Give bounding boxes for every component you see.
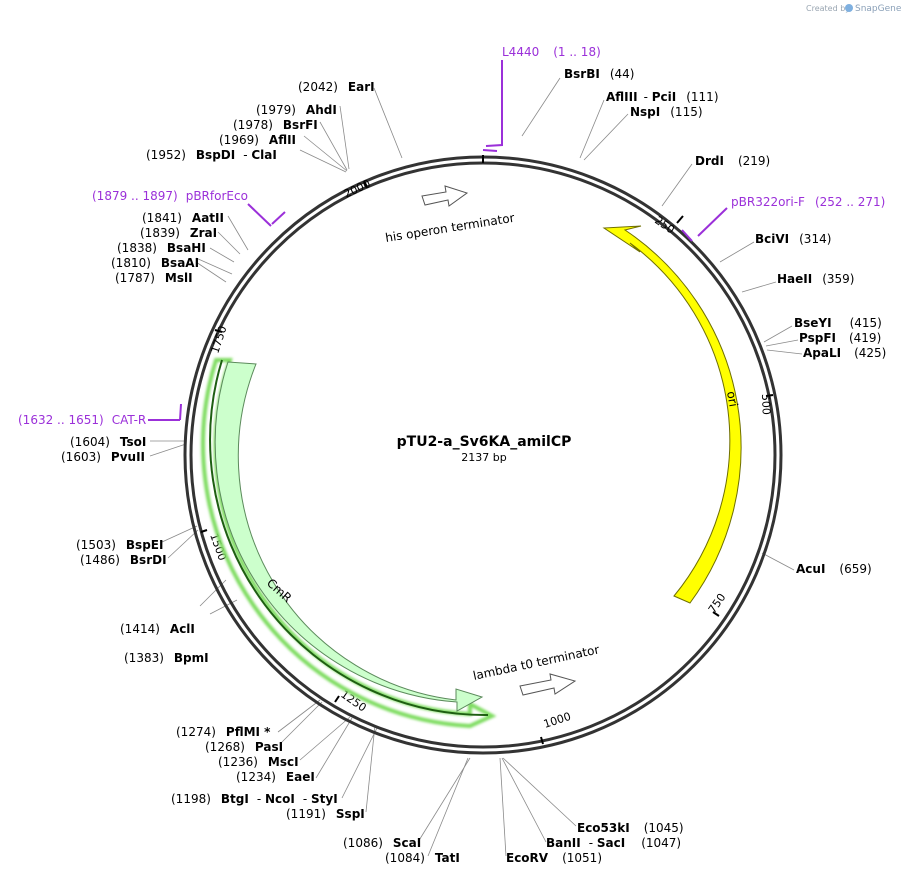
enzyme-tati[interactable]: (1084)TatI: [385, 851, 460, 865]
enzyme-apali[interactable]: ApaLI(425): [803, 346, 886, 360]
lambda-terminator-arrow: [519, 673, 577, 696]
enzyme-eari[interactable]: (2042)EarI: [298, 80, 375, 94]
enzyme-eco53ki[interactable]: Eco53kI(1045): [577, 821, 684, 835]
credit-prefix: Created by: [806, 4, 850, 13]
primer-label-l4440: L4440(1 .. 18): [502, 45, 601, 59]
cmr-strand-line: [209, 359, 489, 717]
lambda-terminator-feature: lambda t0 terminator: [472, 642, 601, 696]
enzyme-scai[interactable]: (1086)ScaI: [343, 836, 421, 850]
enzyme-bsahi[interactable]: (1838)BsaHI: [117, 241, 206, 255]
primer-l4440-site: [482, 149, 498, 152]
enzyme-haeii[interactable]: HaeII(359): [777, 272, 855, 286]
enzyme-ahdi[interactable]: (1979)AhdI: [256, 103, 337, 117]
cmr-highlight: [201, 358, 497, 729]
enzyme-bsrfi[interactable]: (1978)BsrFI: [233, 118, 318, 132]
enzyme-tsoi[interactable]: (1604)TsoI: [70, 435, 146, 449]
primer-label-catr: (1632 .. 1651)CAT-R: [18, 413, 146, 427]
tick-label-2000: 2000: [342, 177, 373, 201]
cmr-arrow: [214, 361, 484, 712]
tick-label-1000: 1000: [542, 710, 573, 731]
enzyme-afliii-pcii[interactable]: AflIII- PciI(111): [606, 90, 719, 104]
plasmid-length: 2137 bp: [461, 451, 506, 464]
primer-marks: [148, 60, 728, 421]
cmr-feature: CmR: [201, 358, 497, 729]
plasmid-title: pTU2-a_Sv6KA_amilCP 2137 bp: [397, 434, 572, 464]
enzyme-bspei[interactable]: (1503)BspEI: [76, 538, 163, 552]
tick-label-500: 500: [759, 394, 773, 415]
plasmid-name: pTU2-a_Sv6KA_amilCP: [397, 434, 572, 450]
enzyme-acui[interactable]: AcuI(659): [796, 562, 872, 576]
enzyme-zrai[interactable]: (1839)ZraI: [140, 226, 217, 240]
ori-label: ori: [724, 390, 740, 408]
credit-brand: SnapGene: [855, 4, 902, 14]
tick-label-750: 750: [706, 591, 729, 616]
enzyme-labels-left: (1086)ScaI (1084)TatI (1198)BtgI- NcoI- …: [61, 80, 460, 865]
enzyme-aatii[interactable]: (1841)AatII: [142, 211, 224, 225]
primer-pbrforeco-pointer: [247, 203, 272, 227]
lambda-terminator-label: lambda t0 terminator: [472, 642, 601, 682]
enzyme-aflii[interactable]: (1969)AflII: [219, 133, 296, 147]
enzyme-eaei[interactable]: (1234)EaeI: [236, 770, 315, 784]
primer-label-pbrforeco: (1879 .. 1897)pBRforEco: [92, 189, 248, 203]
enzyme-bsaai[interactable]: (1810)BsaAI: [111, 256, 199, 270]
enzyme-nspi[interactable]: NspI(115): [630, 105, 703, 119]
enzyme-sspi[interactable]: (1191)SspI: [286, 807, 365, 821]
primer-pbr322orif-site: [681, 229, 693, 242]
primer-labels: L4440(1 .. 18) pBR322ori-F(252 .. 271) (…: [18, 45, 885, 427]
enzyme-btgi-ncoi-styi[interactable]: (1198)BtgI- NcoI- StyI: [171, 792, 338, 806]
his-terminator-arrow: [421, 185, 469, 207]
enzyme-bpmi[interactable]: (1383)BpmI: [124, 651, 209, 665]
enzyme-bcivi[interactable]: BciVI(314): [755, 232, 831, 246]
credit-watermark: Created by SnapGene: [806, 4, 902, 14]
ori-feature: ori: [602, 225, 742, 604]
primer-pbrforeco-site: [271, 211, 286, 225]
his-terminator-feature: his operon terminator: [384, 185, 515, 245]
primer-catr-site: [179, 403, 182, 421]
enzyme-msci[interactable]: (1236)MscI: [218, 755, 299, 769]
leader-lines: [149, 77, 803, 857]
enzyme-acli[interactable]: (1414)AclI: [120, 622, 195, 636]
enzyme-pasi[interactable]: (1268)PasI: [205, 740, 283, 754]
enzyme-labels-right: BsrBI(44) AflIII- PciI(111) NspI(115) Dr…: [506, 67, 886, 865]
enzyme-msli[interactable]: (1787)MslI: [115, 271, 193, 285]
enzyme-banii-saci[interactable]: BanII- SacI(1047): [546, 836, 681, 850]
enzyme-bspdi-clai[interactable]: (1952)BspDI- ClaI: [146, 148, 277, 162]
enzyme-ecorv[interactable]: EcoRV(1051): [506, 851, 602, 865]
enzyme-pvuii[interactable]: (1603)PvuII: [61, 450, 145, 464]
bp-ticks: [200, 155, 774, 745]
primer-pbr322orif-pointer: [697, 207, 728, 237]
enzyme-drdi[interactable]: DrdI(219): [695, 154, 770, 168]
snapgene-logo-icon: [845, 4, 853, 12]
primer-l4440-mark: [485, 60, 503, 147]
enzyme-bsrbi[interactable]: BsrBI(44): [564, 67, 634, 81]
his-terminator-label: his operon terminator: [384, 211, 515, 245]
enzyme-bseyi[interactable]: BseYI(415): [794, 316, 882, 330]
ori-arrow: [602, 225, 742, 604]
enzyme-bsrdi[interactable]: (1486)BsrDI: [80, 553, 167, 567]
primer-label-pbr322orif: pBR322ori-F(252 .. 271): [731, 195, 885, 209]
enzyme-pflmi[interactable]: (1274)PflMI *: [176, 725, 271, 739]
enzyme-pspfi[interactable]: PspFI(419): [799, 331, 881, 345]
